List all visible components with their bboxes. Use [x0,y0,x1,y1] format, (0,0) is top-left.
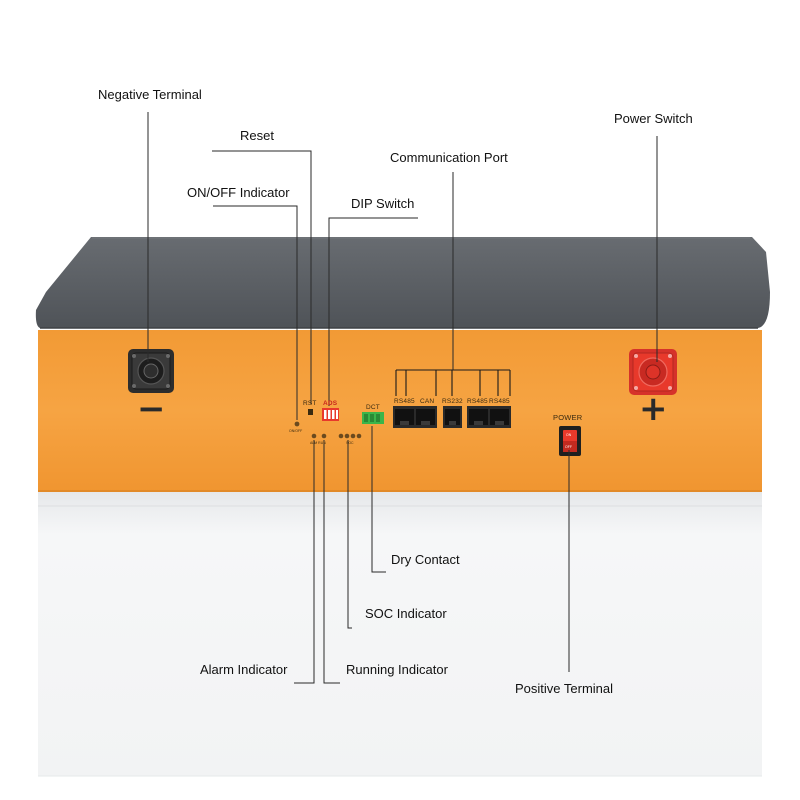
running-indicator-label: Running Indicator [346,662,448,677]
battery-lid [35,237,771,328]
rj45-port-group-right [467,406,511,428]
rst-mark: RST [303,400,317,407]
leader-dip-switch [328,217,418,406]
dry-contact-label: Dry Contact [391,552,460,567]
on-off-indicator-label: ON/OFF Indicator [187,185,290,200]
dct-mark: DCT [366,404,380,411]
switch-off-mark: OFF [565,445,572,449]
leader-running-indicator [323,440,340,684]
switch-on-mark: ON [566,433,572,437]
power-switch[interactable] [559,426,581,456]
power-switch-label: Power Switch [614,111,693,126]
leader-dry-contact [371,426,386,573]
positive-sign: + [639,389,668,429]
rs485-mark-2: RS485 [467,398,488,405]
rs232-mark: RS232 [442,398,463,405]
alm-run-mark: ALM RUN [310,441,326,445]
dry-contact-block [362,412,384,424]
leader-soc-indicator [347,440,352,629]
rj11-port-rs232 [443,406,462,428]
negative-terminal-connector [128,349,174,393]
dip-switch[interactable] [322,408,339,421]
leader-lines [147,112,658,684]
negative-sign: − [137,389,166,429]
power-mark: POWER [553,413,583,422]
reset-button[interactable] [308,409,313,415]
indicator-led-row [311,433,362,439]
soc-indicator-label: SOC Indicator [365,606,447,621]
leader-on-off-indicator [213,205,298,420]
can-mark: CAN [420,398,435,405]
base-cabinet [38,492,762,777]
rs485-mark-1: RS485 [394,398,415,405]
negative-terminal-label: Negative Terminal [98,87,202,102]
communication-port-label: Communication Port [390,150,508,165]
dip-switch-label: DIP Switch [351,196,415,211]
on-off-mark: ON/OFF [289,429,303,433]
leader-alarm-indicator [294,440,315,684]
ads-mark: ADS [323,400,338,407]
rs485-mark-3: RS485 [489,398,510,405]
soc-mark: SOC [346,441,354,445]
positive-terminal-label: Positive Terminal [515,681,614,696]
rj45-port-group-left [393,406,437,428]
positive-terminal-connector [629,349,677,395]
alarm-indicator-label: Alarm Indicator [200,662,288,677]
reset-label: Reset [240,128,274,143]
on-off-led [294,421,300,427]
leader-reset [212,150,312,404]
